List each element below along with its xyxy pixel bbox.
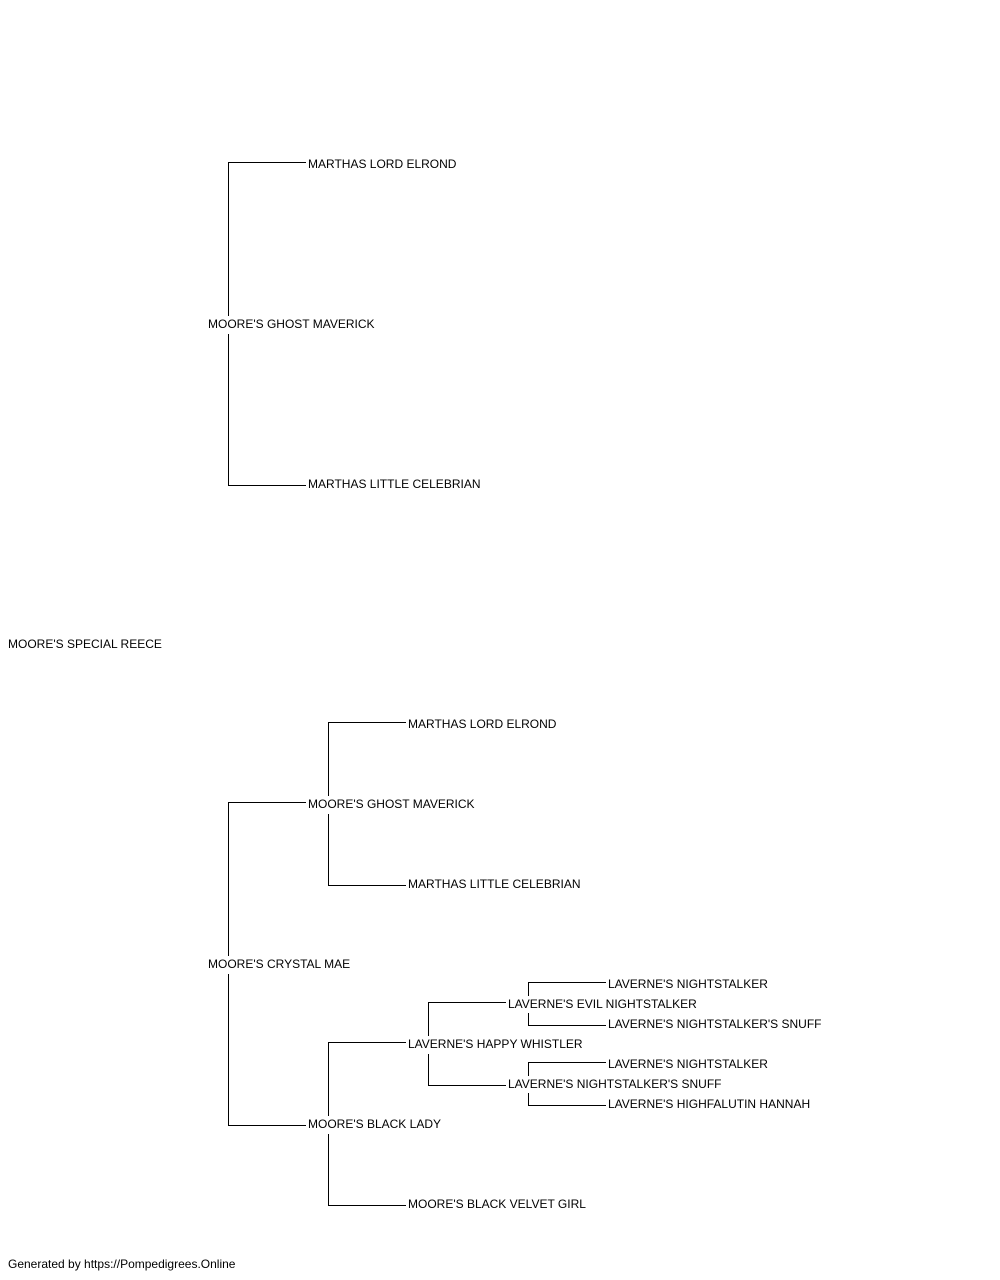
connector-snuff-to-sire (528, 1062, 606, 1076)
dam-dam-sire-name: LAVERNE'S HAPPY WHISTLER (408, 1037, 585, 1051)
connector-dam-sire-to-sire (328, 722, 406, 796)
connector-whistler-to-dam (428, 1054, 506, 1086)
connector-dam-dam-to-dam (328, 1134, 406, 1206)
connector-whistler-to-sire (428, 1002, 506, 1036)
dam-dam-dam-name: MOORE'S BLACK VELVET GIRL (408, 1197, 588, 1211)
connector-evil-to-sire (528, 982, 606, 996)
connector-dam-dam-to-sire (328, 1042, 406, 1116)
sire-sire-name: MARTHAS LORD ELROND (308, 157, 459, 171)
connector-snuff-to-dam (528, 1093, 606, 1106)
dam-sire-dam-name: MARTHAS LITTLE CELEBRIAN (408, 877, 583, 891)
connector-dam-to-dam-sire (228, 802, 306, 956)
connector-sire-to-sire-dam (228, 334, 306, 486)
connector-sire-to-sire-sire (228, 162, 306, 316)
dam-sire-sire-name: MARTHAS LORD ELROND (408, 717, 559, 731)
dam-name: MOORE'S CRYSTAL MAE (208, 957, 353, 971)
sire-dam-name: MARTHAS LITTLE CELEBRIAN (308, 477, 483, 491)
generated-by-footer: Generated by https://Pompedigrees.Online (8, 1257, 236, 1271)
dam-sire-name: MOORE'S GHOST MAVERICK (308, 797, 477, 811)
connector-evil-to-dam (528, 1013, 606, 1026)
dam-dam-sire-dam-sire-name: LAVERNE'S NIGHTSTALKER (608, 1057, 770, 1071)
dam-dam-name: MOORE'S BLACK LADY (308, 1117, 443, 1131)
connector-dam-sire-to-dam (328, 814, 406, 886)
subject-name: MOORE'S SPECIAL REECE (8, 637, 164, 651)
dam-dam-sire-dam-name: LAVERNE'S NIGHTSTALKER'S SNUFF (508, 1077, 724, 1091)
dam-dam-sire-sire-name: LAVERNE'S EVIL NIGHTSTALKER (508, 997, 699, 1011)
connector-dam-to-dam-dam (228, 974, 306, 1126)
dam-dam-sire-sire-sire-name: LAVERNE'S NIGHTSTALKER (608, 977, 770, 991)
dam-dam-sire-dam-dam-name: LAVERNE'S HIGHFALUTIN HANNAH (608, 1097, 813, 1111)
dam-dam-sire-sire-dam-name: LAVERNE'S NIGHTSTALKER'S SNUFF (608, 1017, 824, 1031)
sire-name: MOORE'S GHOST MAVERICK (208, 317, 377, 331)
